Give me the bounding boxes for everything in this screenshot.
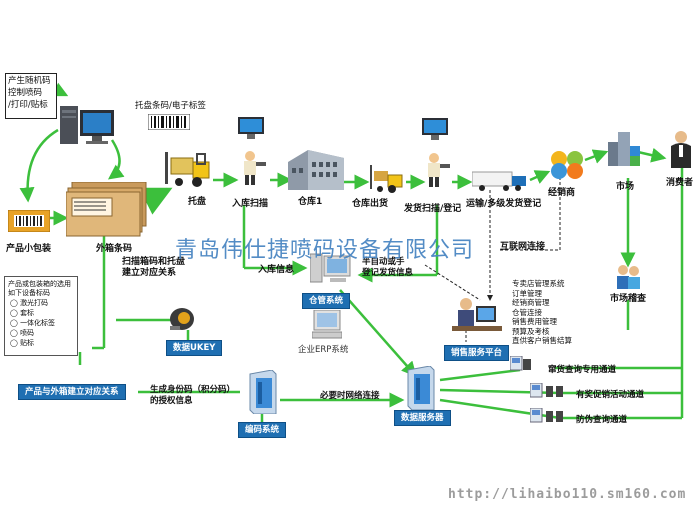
in-scan-label: 入库扫描 (232, 199, 269, 209)
market-audit-label: 市场稽查 (610, 294, 647, 304)
internet-label: 互联网连接 (500, 242, 546, 252)
warehouse1-label: 仓库1 (298, 197, 323, 207)
ship-info-label-1: 半自动或手 (362, 257, 405, 267)
coding-system-tag: 编码系统 (238, 422, 287, 438)
small-package-icon (7, 209, 51, 233)
in-scan-monitor-icon (238, 117, 264, 139)
market-audit-people-icon (614, 264, 642, 290)
computer-icon (60, 104, 118, 148)
sales-platform-tag: 销售服务平台 (444, 345, 510, 361)
promo-phone-icon (529, 382, 566, 399)
transport-label: 运输/多级发货登记 (466, 199, 542, 209)
build-relation-label: 建立对应关系 (122, 268, 177, 278)
promo-label: 有奖促销活动通道 (576, 390, 645, 400)
anti-fake-phone-icon (529, 407, 566, 424)
equipment-header-2: 如下设备标码 (8, 289, 50, 297)
sales-item-4: 仓管连接 (512, 307, 542, 317)
query-phone-icon (509, 355, 532, 372)
erp-computer-icon (311, 309, 343, 340)
equipment-item-inkjet: ◯ 喷码 (10, 329, 35, 337)
in-info-label: 入库信息 (258, 265, 295, 275)
sales-item-3: 经销商管理 (512, 298, 550, 307)
equipment-item-inkjet-text: 喷码 (20, 329, 35, 337)
random-code-line-3: /打印/贴标 (8, 100, 48, 110)
equipment-item-laser: ◯ 激光打码 (10, 299, 49, 307)
consumer-label: 消费者 (666, 178, 694, 188)
equipment-item-label: ◯ 一体化标签 (10, 319, 56, 327)
pallet-label: 托盘 (188, 197, 207, 207)
ship-scan-label: 发货扫描/登记 (404, 204, 462, 214)
pallet-barcode-label: 托盘条码/电子标签 (135, 101, 206, 111)
outer-boxes-icon (65, 181, 150, 237)
sales-item-1: 专卖店管理系统 (512, 279, 565, 288)
ukey-icon (168, 306, 196, 332)
warehouse-building-icon (288, 150, 344, 190)
sales-item-2: 订单管理 (512, 288, 542, 298)
company-watermark: 青岛伟仕捷喷码设备有限公司 (175, 238, 475, 263)
scan-pallet-label: 扫描箱码和托盘 (122, 257, 186, 267)
footer-url: http://lihaibo110.sm160.com (448, 487, 687, 502)
consumer-person-icon (668, 130, 694, 170)
ship-info-label-2: 登记发货信息 (362, 268, 414, 278)
erp-label: 企业ERP系统 (298, 345, 349, 355)
small-package-label: 产品小包装 (6, 244, 52, 254)
equipment-item-sticker: ◯ 贴标 (10, 339, 35, 347)
equipment-item-sticker-text: 贴标 (20, 339, 35, 347)
sales-item-6: 预算及考核 (512, 326, 550, 336)
random-code-line-1: 产生随机码 (8, 76, 51, 86)
forklift-icon (165, 148, 213, 188)
equipment-item-sleeve: ◯ 套标 (10, 309, 35, 317)
warehouse-system-tag: 仓管系统 (302, 293, 351, 309)
sales-staff-icon (452, 296, 502, 338)
gen-id-label-2: 的授权信息 (150, 396, 193, 406)
random-code-box: 产生随机码 控制喷码 /打印/贴标 (5, 73, 57, 119)
data-server-tag: 数据服务器 (394, 410, 451, 426)
equipment-item-label-text: 一体化标签 (20, 319, 56, 327)
sales-item-7: 直供客户销售结算 (512, 336, 572, 345)
realtime-link-label: 必要时网络连接 (320, 391, 380, 401)
relation-tag: 产品与外箱建立对应关系 (18, 384, 126, 400)
warehouse-system-computer-icon (309, 252, 352, 286)
anti-fake-label: 防伪查询通道 (576, 415, 628, 425)
market-label: 市场 (616, 182, 635, 192)
equipment-item-laser-text: 激光打码 (20, 299, 49, 307)
ship-scan-monitor-icon (422, 118, 448, 140)
gen-id-label-1: 生成身份码（积分码） (150, 385, 236, 395)
dealer-query-label: 窜货查询专用通道 (548, 365, 617, 375)
dealer-label: 经销商 (548, 188, 576, 198)
outer-box-code-label: 外箱条码 (96, 244, 133, 254)
random-code-line-2: 控制喷码 (8, 88, 43, 98)
in-scan-worker-icon (240, 150, 270, 186)
warehouse-out-forklift-icon (370, 165, 406, 193)
equipment-header-1: 产品或包装箱的选用 (8, 280, 71, 288)
coding-server-icon (246, 369, 278, 415)
warehouse-out-label: 仓库出货 (352, 199, 389, 209)
sales-item-5: 销售费用管理 (512, 317, 557, 326)
data-server-icon (404, 365, 436, 411)
barcode-tag-icon (147, 113, 191, 131)
market-buildings-icon (608, 132, 640, 166)
ukey-tag: 数据UKEY (166, 340, 223, 356)
equipment-list-box: 产品或包装箱的选用 如下设备标码 ◯ 激光打码 ◯ 套标 ◯ 一体化标签 ◯ 喷… (4, 276, 78, 356)
truck-icon (471, 170, 528, 192)
dealer-icon (550, 150, 584, 180)
sales-list: 专卖店管理系统 订单管理 经销商管理 仓管连接 销售费用管理 预算及考核 直供客… (512, 279, 572, 346)
equipment-item-sleeve-text: 套标 (20, 309, 35, 317)
ship-scan-worker-icon (424, 152, 454, 188)
